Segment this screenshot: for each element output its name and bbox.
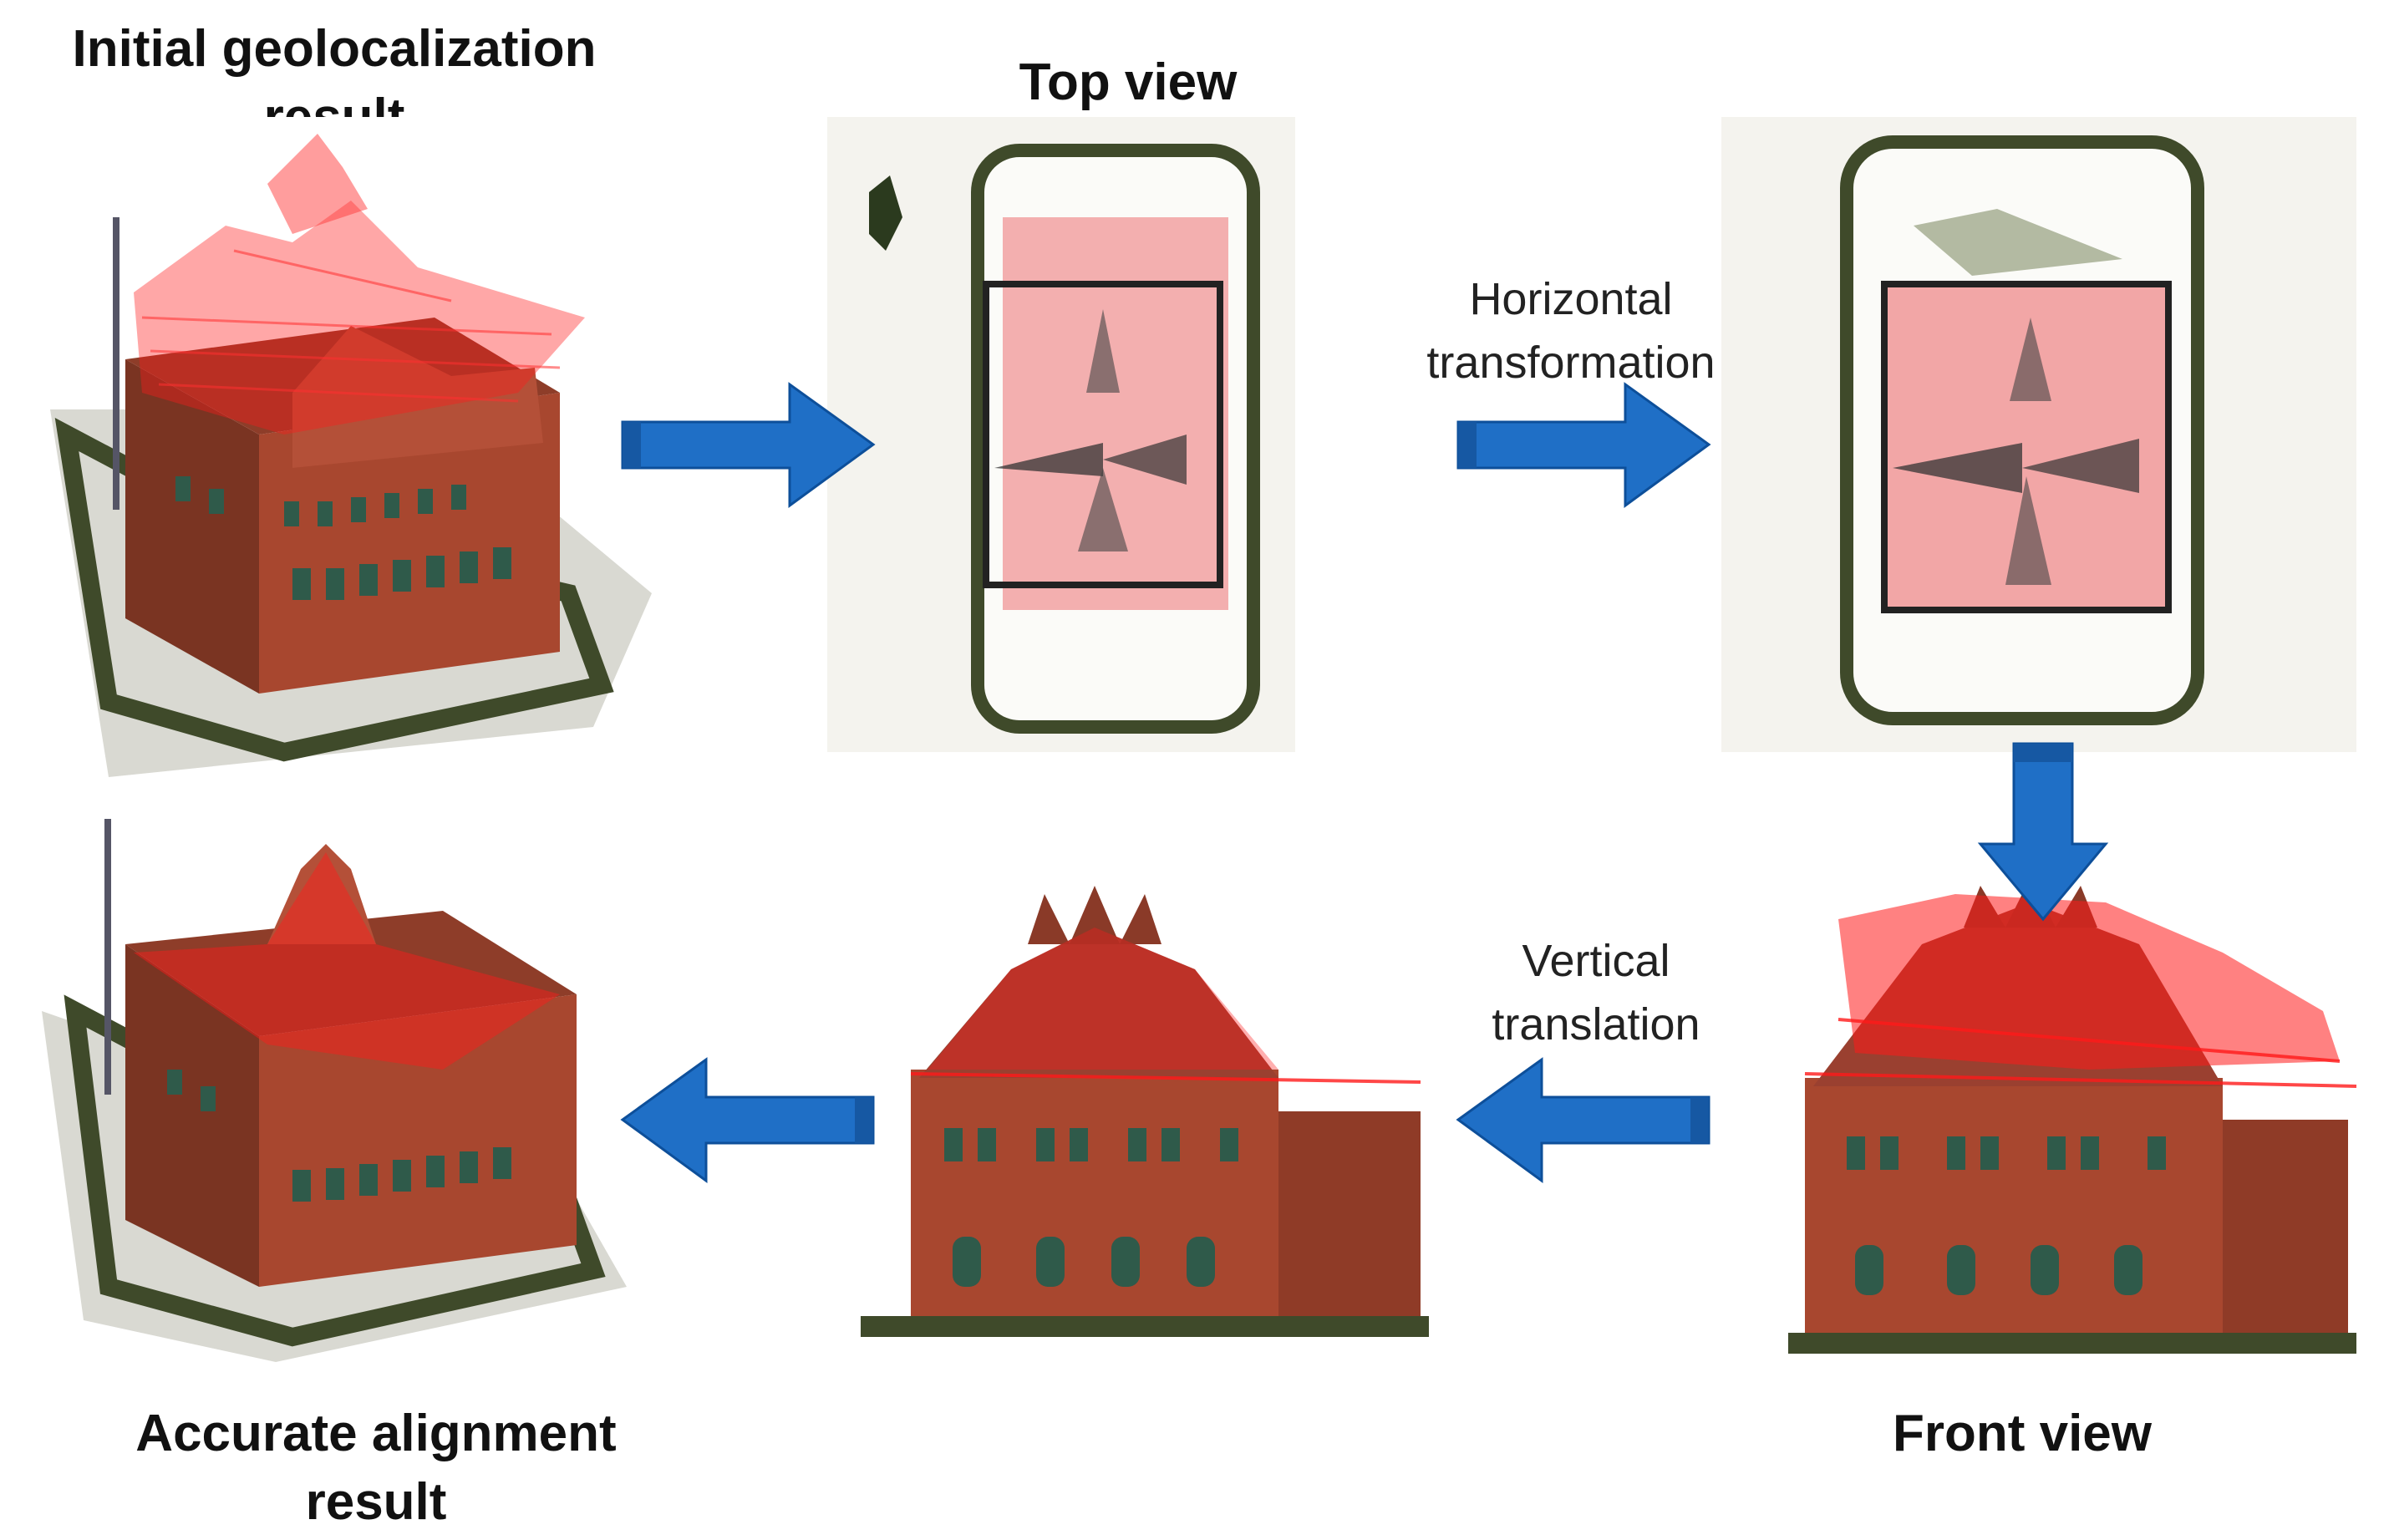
- accurate-alignment-image: [25, 819, 677, 1370]
- horizontal-transformation-line2: transformation: [1426, 338, 1716, 388]
- accurate-result-title-line1: Accurate alignment: [135, 1405, 617, 1462]
- front-view-aligned-image: [844, 877, 1429, 1345]
- front-view-title: Front view: [1892, 1405, 2153, 1462]
- left-arrow-icon: [620, 1057, 875, 1183]
- accurate-result-title-line2: result: [305, 1473, 447, 1531]
- vertical-translation-line1: Vertical: [1522, 936, 1670, 986]
- top-view-before-image: [827, 117, 1295, 752]
- horizontal-transformation-line1: Horizontal: [1469, 274, 1673, 324]
- vertical-translation-label: Vertical translation: [1437, 929, 1755, 1056]
- down-arrow-icon: [1977, 742, 2109, 922]
- left-arrow-icon: [1456, 1057, 1710, 1183]
- top-view-after-image: [1721, 117, 2356, 752]
- horizontal-transformation-label: Horizontal transformation: [1387, 267, 1755, 394]
- initial-result-title-line1: Initial geolocalization: [72, 20, 597, 78]
- right-arrow-icon: [1456, 382, 1711, 508]
- right-arrow-icon: [621, 382, 876, 508]
- vertical-translation-line2: translation: [1492, 999, 1700, 1050]
- accurate-result-title: Accurate alignment result: [50, 1400, 702, 1537]
- initial-geolocalization-image: [17, 117, 685, 777]
- top-view-title: Top view: [1019, 53, 1238, 111]
- front-view-image: [1755, 852, 2373, 1370]
